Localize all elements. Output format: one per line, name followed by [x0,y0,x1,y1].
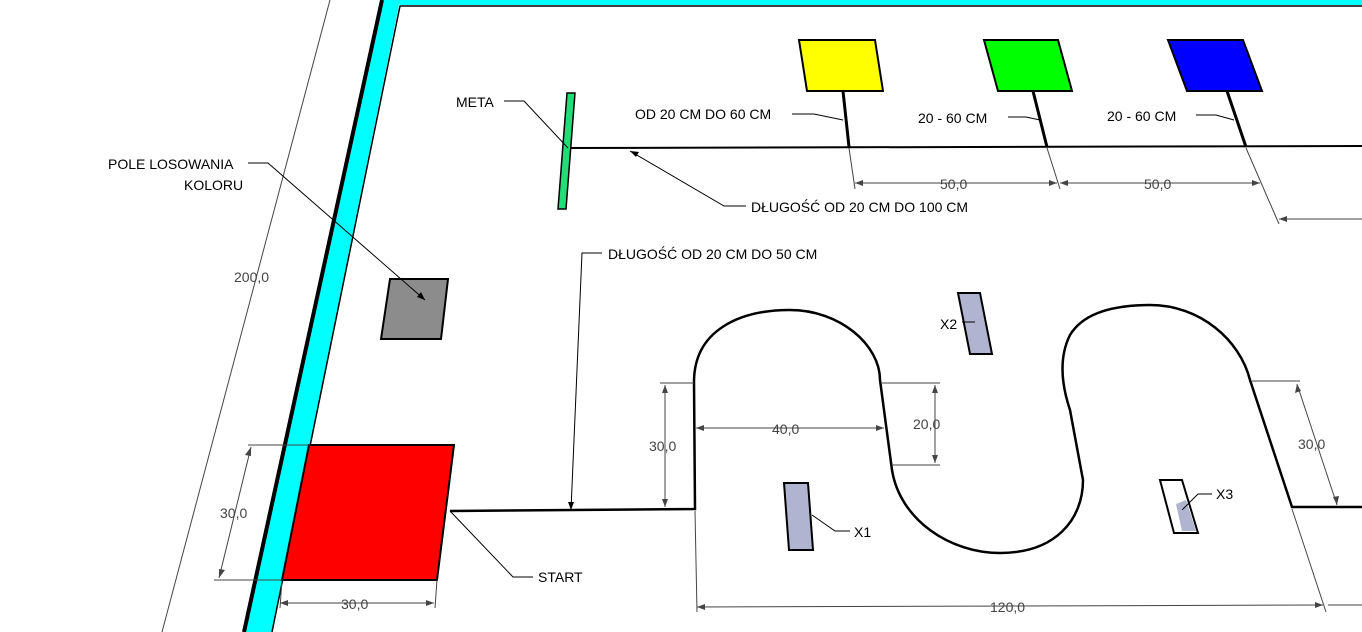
dim-total-arrow-r [1315,602,1323,608]
post-blue-label: 20 - 60 CM [1107,108,1176,124]
length-100-arrow [630,151,639,157]
post-green-label: 20 - 60 CM [918,110,987,126]
length-100-leader [629,150,746,207]
dim-start-height-arrow-t [245,447,251,456]
pole-arrow [417,292,425,300]
square-blue [1166,39,1264,92]
dim-curve-total: 120,0 [990,599,1025,615]
dim-board-length: 200,0 [234,269,269,285]
bottom-track [449,303,1362,555]
dim-gap-2-arrow-r [1252,180,1260,186]
finish-bar [557,92,576,210]
dim-curve-left-arrow-t [662,385,668,393]
x1-leader [811,514,850,532]
pole-leader [248,162,426,301]
dim-curve-right-line [1296,383,1338,506]
x1-label: X1 [854,524,871,540]
dim-curve-height-right: 30,0 [1298,436,1325,452]
x3-leader [1181,493,1212,511]
post-yellow-label: OD 20 CM DO 60 CM [635,106,771,122]
length-50-label: DŁUGOŚĆ OD 20 CM DO 50 CM [608,245,817,262]
dim-curve-width-arrow-l [696,425,704,431]
dim-curve-left-arrow-b [662,499,668,507]
dim-curve-drop: 20,0 [913,416,940,432]
pole-label-line2: KOLORU [184,177,243,193]
length-100-label: DŁUGOŚĆ OD 20 CM DO 100 CM [751,198,968,215]
dim-drop-arrow-b [932,455,938,463]
meta-leader [504,100,569,149]
dim-total-line [696,604,1324,608]
dim-curve-width-arrow-r [876,425,884,431]
pole-label-line1: POLE LOSOWANIA [108,156,234,172]
top-track-line [566,145,1362,149]
square-yellow [797,39,885,92]
dim-ext-blue [1245,147,1280,225]
length-50-arrow [568,502,574,510]
meta-label: META [456,94,495,110]
dim-start-width-arrow-l [280,600,288,606]
dim-total-ext-r [1291,508,1327,613]
x3-label: X3 [1216,486,1233,502]
dim-gap-3-arrow-l [1279,216,1287,222]
dim-gap-2-arrow-l [1060,180,1068,186]
post-blue [1225,90,1248,148]
post-yellow-leader [792,113,844,121]
dim-ext-yellow [848,147,856,190]
dim-start-height-arrow-b [219,569,225,578]
dim-total-arrow-l [697,604,705,610]
post-green-leader [1008,116,1041,121]
dim-gap-yellow-green: 50,0 [940,176,967,192]
dim-curve-right-arrow-b [1333,496,1339,505]
dim-start-width-ext-r [434,579,438,609]
obstacle-x2 [956,292,994,355]
post-yellow [841,90,851,148]
dim-start-width-arrow-r [426,600,434,606]
dim-start-width: 30,0 [341,596,368,612]
color-draw-field [379,278,450,340]
start-label: START [538,569,583,585]
dim-gap-green-blue: 50,0 [1144,176,1171,192]
board-edge-outer-line [242,0,384,632]
dim-gap-1-arrow-l [855,180,863,186]
square-green [982,39,1074,92]
board-edge-inner-line [271,5,1362,632]
obstacle-x1 [782,482,815,551]
dim-drop-arrow-t [932,385,938,393]
dim-curve-width: 40,0 [772,421,799,437]
dim-gap-1-arrow-r [1049,180,1057,186]
start-pad [280,444,456,581]
dim-start-height-line [218,446,252,579]
board-top-strip [396,0,1362,4]
dim-curve-right-arrow-t [1295,384,1301,393]
post-green [1031,90,1049,148]
obstacle-x3-shade [1176,500,1196,531]
length-50-leader [570,252,602,511]
dim-total-ext-l [694,510,698,613]
dim-start-height: 30,0 [220,505,247,521]
x2-label: X2 [940,316,957,332]
post-blue-leader [1196,114,1235,121]
board-edge-strip [246,0,400,632]
dim-board-length-line [161,0,331,632]
dim-ext-green [1046,147,1061,190]
start-leader [449,510,533,578]
dim-curve-height-left: 30,0 [649,438,676,454]
